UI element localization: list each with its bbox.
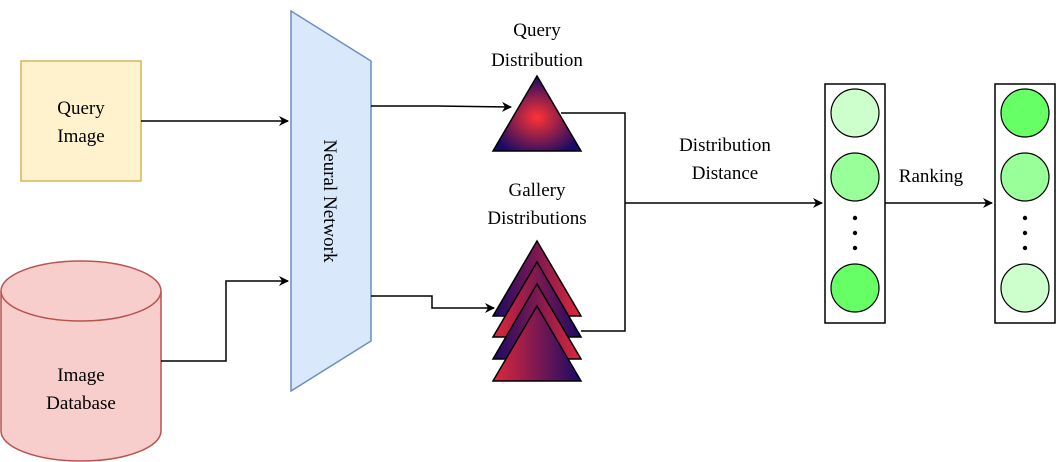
ranking-label: Ranking [899,166,964,187]
gallery-distribution-triangles [491,239,583,382]
query-image-box: Query Image [20,60,142,182]
query-image-label-line2: Image [57,126,104,147]
query-image-label-line1: Query [57,98,105,119]
distribution-distance-label-line1: Distribution [679,135,771,156]
query-distribution-label-line1: Query [513,20,561,41]
score-circle-3 [830,263,880,313]
query-distribution-triangle [491,74,583,152]
score-list-unranked [824,83,886,324]
gallery-distributions-label-line2: Distributions [487,208,586,229]
arrow-database-to-network [161,276,289,362]
image-database-label-line2: Database [46,393,116,414]
neural-network-block: Neural Network [290,9,372,393]
ellipsis-dots [852,215,858,251]
score-circle-2 [830,152,880,202]
image-database-label-line1: Image [57,365,104,386]
distance-merge-connector [561,112,626,332]
gallery-triangle-4 [491,304,583,382]
neural-network-label: Neural Network [319,140,340,263]
score-circle-1 [830,88,880,138]
query-distribution-label-line2: Distribution [491,50,583,71]
gallery-distributions-label-line1: Gallery [509,180,566,201]
score-list-ranked [994,83,1056,324]
ellipsis-dots [1022,215,1028,251]
arrow-network-to-query-distribution [371,101,512,112]
ranked-circle-2 [1000,152,1050,202]
distribution-distance-label-line2: Distance [692,163,758,184]
ranked-circle-1 [1000,88,1050,138]
ranked-circle-3 [1000,263,1050,313]
image-database-cylinder: Image Database [0,260,162,462]
arrow-network-to-gallery-distributions [371,295,495,313]
